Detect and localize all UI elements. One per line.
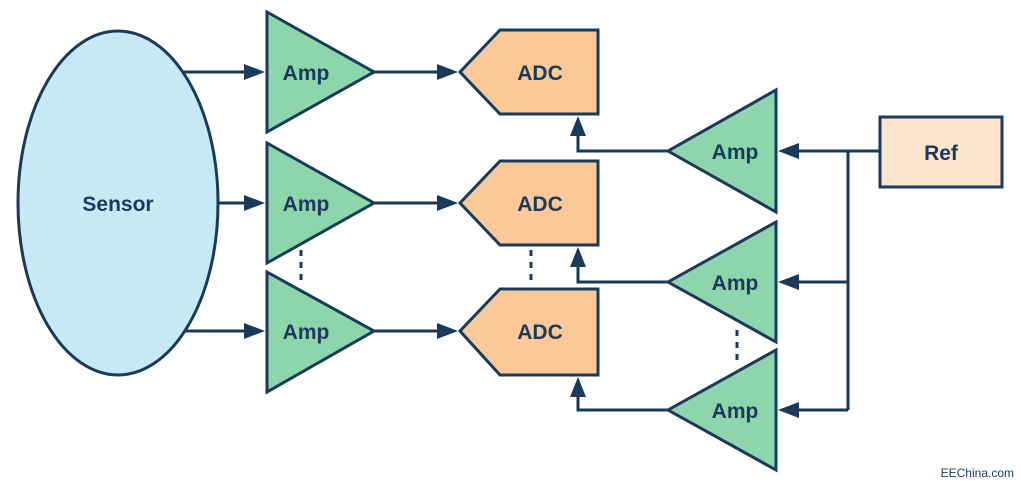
- watermark-text: EEChina.com: [941, 466, 1014, 480]
- adc-2: [457, 159, 600, 247]
- arrow-amp-adc-3: [437, 323, 458, 339]
- adc-1-label: ADC: [517, 62, 563, 85]
- adc-3-label: ADC: [517, 321, 563, 344]
- input-amp-3-label: Amp: [283, 321, 330, 344]
- ref-amp-3-label: Amp: [712, 400, 759, 423]
- ref-amp-1-label: Amp: [712, 141, 759, 164]
- sensor-label: Sensor: [82, 193, 153, 216]
- arrow-amp-adc-1: [437, 64, 458, 80]
- ref-block: [878, 115, 1004, 189]
- arrow-refamp-adc-2: [570, 247, 586, 267]
- input-amp-3: [265, 269, 378, 395]
- ref-amp-1: [664, 87, 778, 215]
- arrow-sensor-amp-2: [244, 195, 265, 211]
- arrow-refamp-adc-1: [570, 116, 586, 136]
- ref-amp-2-label: Amp: [712, 272, 759, 295]
- arrow-amp-adc-2: [437, 195, 458, 211]
- arrow-ref-amp-2: [778, 274, 799, 290]
- wire-refamp-adc-3: [576, 393, 668, 412]
- input-amp-2: [265, 140, 378, 266]
- input-amp-2-label: Amp: [283, 193, 330, 216]
- wire-refamp-adc-1: [576, 132, 668, 153]
- arrow-ref-amp-3: [778, 402, 799, 418]
- adc-2-label: ADC: [517, 193, 563, 216]
- input-amp-1: [265, 9, 378, 135]
- ref-amp-2: [664, 219, 778, 345]
- adc-3: [457, 287, 600, 377]
- input-amp-1-label: Amp: [283, 62, 330, 85]
- arrow-sensor-amp-1: [244, 64, 265, 80]
- arrow-ref-amp-1: [778, 143, 799, 159]
- arrow-sensor-amp-3: [244, 323, 265, 339]
- wire-refamp-adc-2: [576, 263, 668, 284]
- arrow-refamp-adc-3: [570, 377, 586, 397]
- ref-amp-3: [664, 347, 778, 473]
- adc-1: [457, 28, 600, 116]
- ref-label: Ref: [924, 142, 959, 165]
